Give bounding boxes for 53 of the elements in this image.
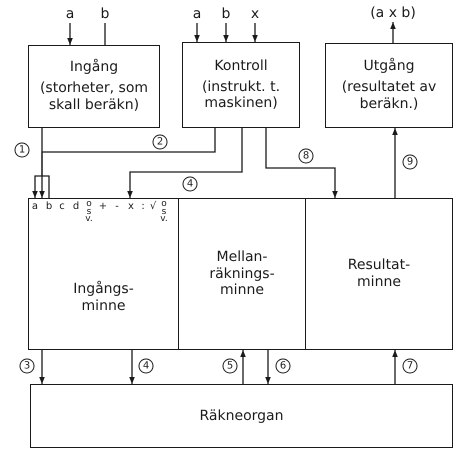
memory-cell-label: : (141, 203, 145, 212)
arrow (223, 23, 229, 42)
memory-cell-label: b (46, 203, 52, 212)
box-text: Mellan- räknings- minne (208, 248, 276, 300)
memory-cell-label: c (59, 203, 65, 212)
edge-label: 8 (298, 148, 314, 164)
box-text: (storheter, som skall beräkn) (38, 80, 150, 114)
arrow (390, 22, 396, 43)
process-box (325, 43, 453, 128)
process-box (28, 45, 160, 128)
box-text: Ingångs- minne (72, 281, 135, 315)
memory-cell-label: + (98, 203, 108, 212)
arrow (39, 128, 216, 198)
memory-cell-label: a (32, 203, 38, 212)
edge-label: 4 (138, 358, 154, 374)
memory-cell-label: - (115, 203, 119, 212)
memory-cell-label: o s v. (84, 201, 94, 224)
process-box (305, 198, 453, 350)
box-text: Räkneorgan (199, 408, 284, 424)
memory-cell-label: x (128, 203, 134, 212)
arrow (240, 350, 246, 384)
memory-cell-label: √ (150, 203, 156, 212)
arrow (252, 23, 258, 42)
process-box (182, 42, 300, 128)
memory-cell-label: o s v. (160, 201, 168, 224)
process-box (30, 384, 453, 448)
box-heading: Kontroll (214, 58, 268, 75)
edge-label: 7 (402, 358, 418, 374)
arrow (67, 23, 73, 45)
arrow (392, 128, 398, 198)
arrow (32, 127, 50, 199)
memory-cell-label: d (72, 203, 80, 212)
arrow (265, 350, 271, 384)
box-heading: Utgång (364, 58, 414, 76)
arrow (194, 23, 200, 42)
edge-label: 4 (182, 176, 198, 192)
box-text: (instrukt. t. maskinen) (200, 78, 282, 112)
box-heading: Ingång (70, 59, 118, 76)
process-box (178, 198, 306, 350)
arrow (392, 350, 398, 384)
edge-label: 9 (402, 154, 418, 170)
edge-label: 6 (276, 358, 290, 374)
edge-label: 3 (20, 358, 34, 374)
edge-label: 1 (14, 142, 30, 158)
arrow (265, 128, 338, 198)
arrow (129, 350, 135, 384)
arrow (127, 128, 243, 198)
edge-label: 5 (222, 358, 238, 374)
box-text: Resultat- minne (346, 257, 412, 291)
arrow (39, 350, 45, 384)
edge-label: 2 (152, 134, 168, 150)
box-text: (resultatet av beräkn.) (340, 79, 438, 113)
process-box (28, 198, 179, 350)
